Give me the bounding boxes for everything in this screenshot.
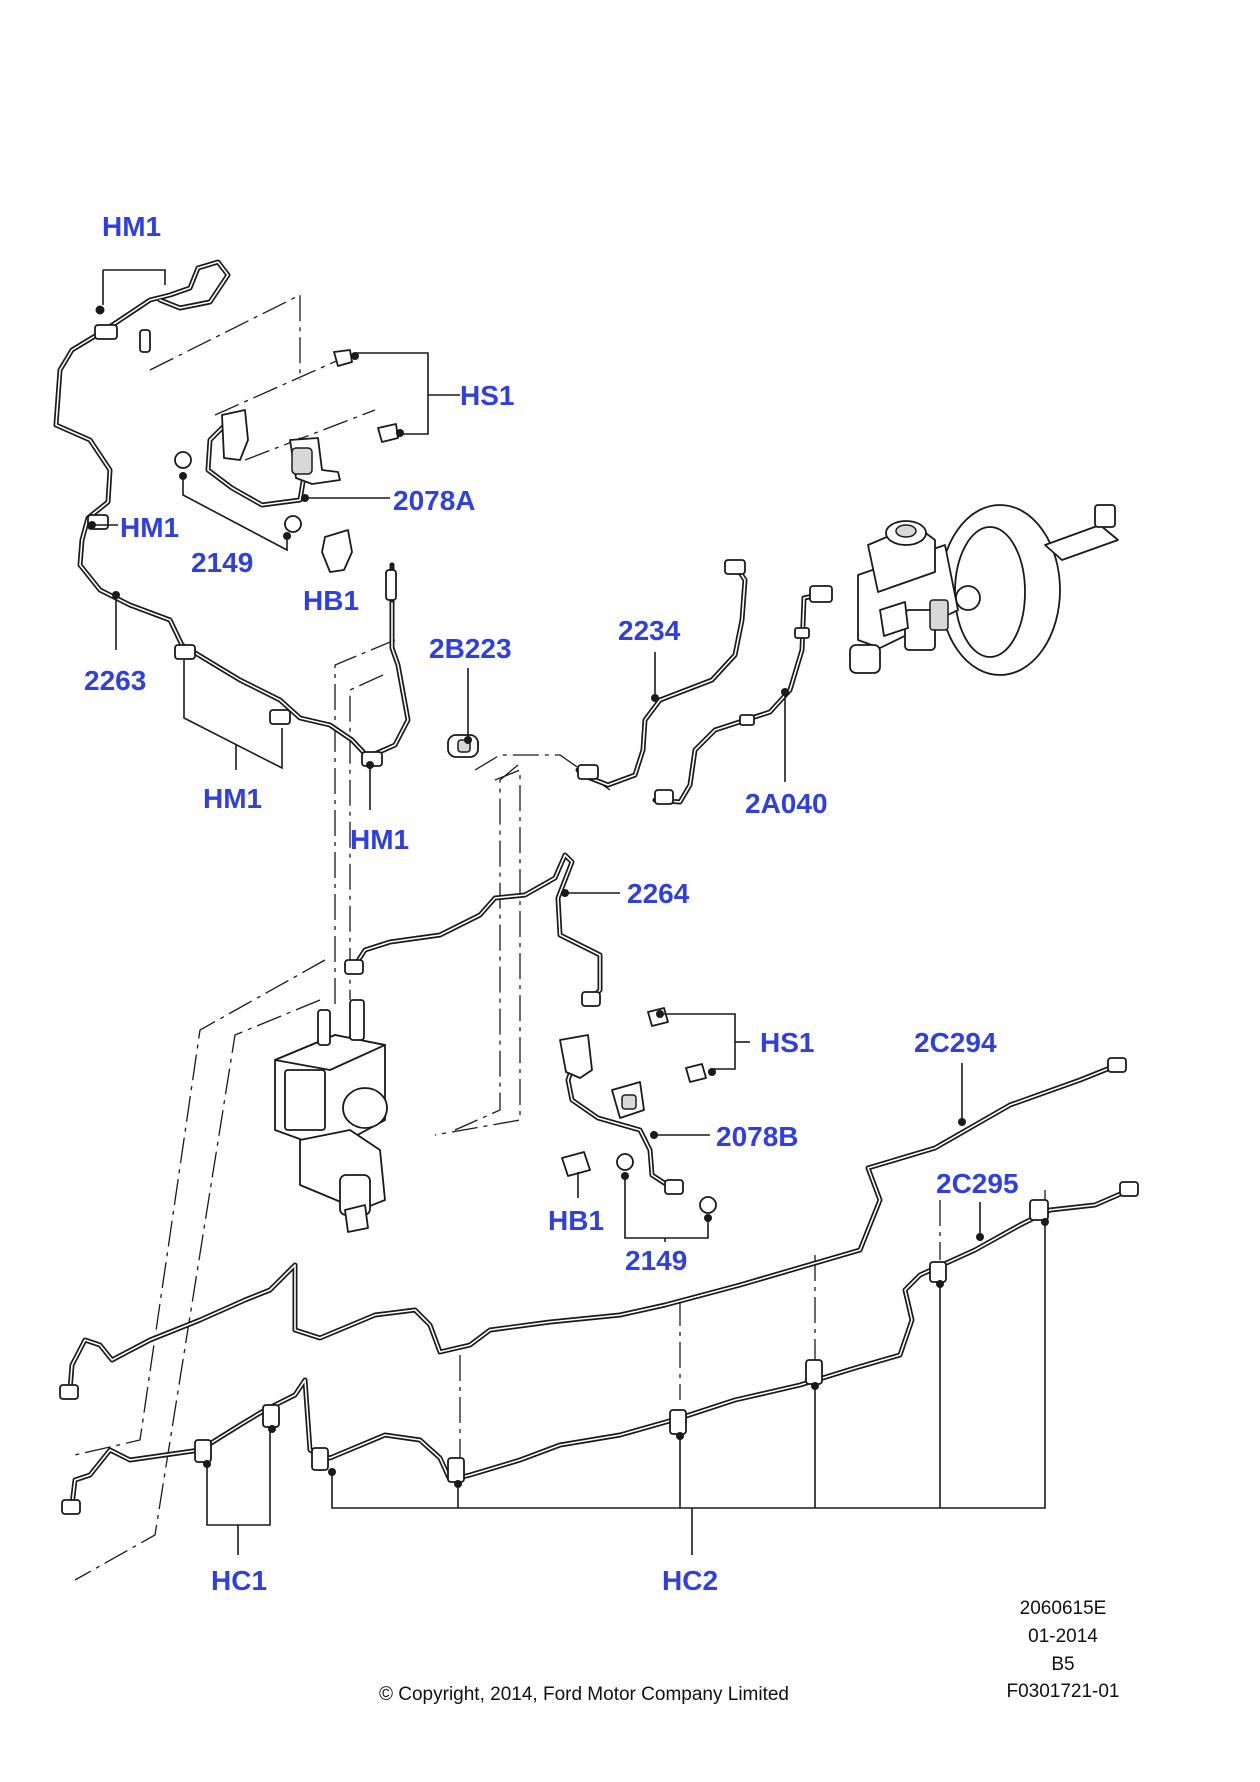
front-hose-2078b [559,1007,717,1222]
brake-line-2c294 [59,1057,1127,1400]
footer: 2060615E 01-2014 B5 F0301721-01 © Copyri… [379,1598,1120,1705]
callout-hm1-top: HM1 [102,211,161,242]
brake-line-2234 [575,559,748,788]
leader-lines [88,269,1046,1555]
clip-2b223 [447,734,479,758]
callout-hm1-low-left: HM1 [203,783,262,814]
callout-hb1-bottom: HB1 [548,1205,604,1236]
drawing-number: F0301721-01 [1006,1681,1119,1702]
copyright-notice: © Copyright, 2014, Ford Motor Company Li… [379,1684,789,1705]
callout-2149-top: 2149 [191,547,253,578]
callout-2b223: 2B223 [429,633,512,664]
callout-hs1-top: HS1 [460,380,514,411]
callout-2234: 2234 [618,615,681,646]
callout-hm1-low-right: HM1 [350,824,409,855]
callout-2c294: 2C294 [914,1027,997,1058]
front-hose-2078a [174,349,404,573]
brake-booster-master-cylinder [849,504,1119,676]
brake-line-2263 [53,259,411,767]
drawing-code: 2060615E [1020,1598,1107,1619]
callout-2149-bottom: 2149 [625,1245,687,1276]
callout-hb1-top: HB1 [303,585,359,616]
callout-2a040: 2A040 [745,788,828,819]
rear-clips [194,1199,1049,1488]
callout-2c295: 2C295 [936,1168,1019,1199]
phantom-lines [74,293,1046,1581]
drawing-revision: B5 [1051,1654,1074,1675]
brake-line-2264 [344,852,603,1007]
callout-labels: HM1 HS1 2078A HM1 2149 HB1 2263 2B223 22… [84,211,1019,1596]
callout-hc1: HC1 [211,1565,267,1596]
drawing-date: 01-2014 [1028,1626,1098,1647]
callout-hc2: HC2 [662,1565,718,1596]
callout-2078b: 2078B [716,1121,799,1152]
callout-hm1-mid: HM1 [120,512,179,543]
brake-line-2a040 [652,585,833,805]
callout-2264: 2264 [627,878,690,909]
callout-2263: 2263 [84,665,146,696]
callout-2078a: 2078A [393,485,476,516]
abs-module [274,999,388,1233]
callout-hs1-bottom: HS1 [760,1027,814,1058]
